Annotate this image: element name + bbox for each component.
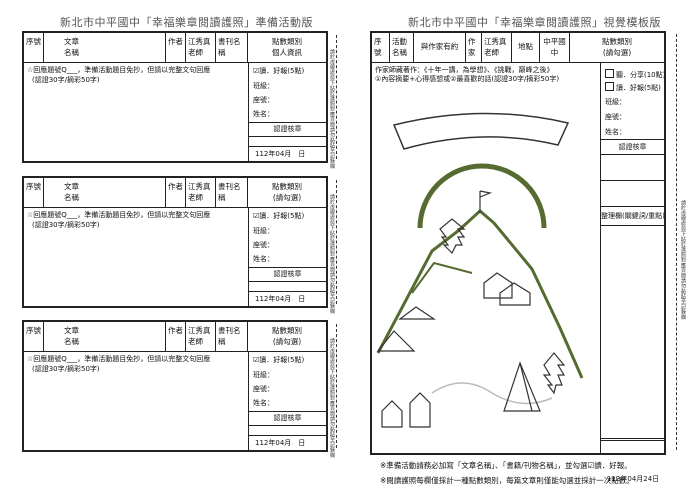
header-author: 作家	[466, 33, 482, 62]
prompt-line-1: ☆回應題號Q___，準備活動題目免抄，但請以完整文句回應	[27, 66, 211, 74]
note-line-2: ※閱讀護照每欄僅採計一種點數類別，每篇文章則僅能勾選並採計一次點數。	[380, 476, 634, 485]
header-school: 中平國中	[540, 33, 570, 62]
stamp-label: 認證核章	[618, 143, 647, 151]
organize-label: 整理欄(關鍵詞/重點)	[601, 212, 665, 220]
info-column: ☑讀．好報(5點) 班級： 座號： 姓名： 認證核章 112年04月 日	[248, 62, 326, 161]
header-author: 作者	[166, 322, 186, 351]
stamp-label: 認證核章	[273, 270, 302, 278]
option-read[interactable]: 讀．好報(5點)	[605, 82, 661, 93]
seat-field[interactable]: 座號：	[253, 385, 274, 393]
header-seq: 序號	[24, 178, 44, 207]
seat-field[interactable]: 座號：	[253, 241, 274, 249]
mountain-illustration	[376, 112, 584, 428]
header-author: 作者	[166, 33, 186, 62]
option-read[interactable]: ☑讀．好報(5點)	[253, 356, 305, 364]
date-label: 112年04月24日	[607, 475, 660, 483]
header-teacher: 江秀真老師	[482, 33, 512, 62]
header-article: 文章名稱	[44, 33, 166, 62]
date-label: 112年04月 日	[255, 439, 306, 447]
prompt-line-1: 作家師藏著作：《十年一講，為學想》、《挑戰，巔峰之後》	[375, 66, 554, 74]
prompt-line-1: ☆回應題號Q___，準備活動題目免抄，但請以完整文句回應	[27, 355, 211, 363]
activity-card: 序號 文章名稱 作者 江秀真老師 書刊名稱 點數類別(請勾選) ☆回應題號Q__…	[22, 320, 328, 452]
seat-field[interactable]: 座號：	[253, 96, 274, 104]
left-side-note: 請於虛線處剪下貼於護照對應頁面請勿黏貼至記錄欄	[329, 338, 335, 458]
info-column: ☑讀．好報(5點) 班級： 座號： 姓名： 認證核章 112年04月 日	[248, 207, 326, 306]
prompt-line-2: (認證30字/摘彩50字)	[32, 76, 100, 84]
stamp-label: 認證核章	[273, 414, 302, 422]
info-column: 聽．分享(10點) 讀．好報(5點) 班級： 座號： 姓名： 認證核章 整理欄(…	[600, 62, 665, 483]
header-article: 文章名稱	[44, 178, 166, 207]
right-side-note: 請於虛線處剪下貼於護照對應頁面請勿黏貼至記錄欄	[680, 200, 686, 320]
seat-field[interactable]: 座號：	[605, 113, 626, 121]
class-field[interactable]: 班級：	[253, 371, 274, 379]
header-seq: 序號	[24, 322, 44, 351]
prompt-line-2: (認證30字/摘彩50字)	[32, 365, 100, 373]
header-seq: 序號	[24, 33, 44, 62]
option-read[interactable]: ☑讀．好報(5點)	[253, 67, 305, 75]
header-type: 點數類別(請勾選)	[272, 326, 302, 346]
option-read[interactable]: ☑讀．好報(5點)	[253, 212, 305, 220]
name-field[interactable]: 姓名：	[253, 399, 274, 407]
prompt-line-1: ☆回應題號Q___，準備活動題目免抄，但請以完整文句回應	[27, 211, 211, 219]
left-cut-line	[336, 324, 337, 448]
checked-box-icon[interactable]: ☑	[253, 356, 260, 364]
info-column: ☑讀．好報(5點) 班級： 座號： 姓名： 認證核章 112年04月 日	[248, 351, 326, 450]
date-label: 112年04月 日	[255, 295, 306, 303]
checkbox[interactable]	[605, 69, 614, 78]
checked-box-icon[interactable]: ☑	[253, 212, 260, 220]
header-activity: 活動名稱	[390, 33, 414, 62]
activity-card: 序號 文章名稱 作者 江秀真老師 書刊名稱 點數類別(請勾選) ☆回應題號Q__…	[22, 176, 328, 308]
header-type: 點數類別個人資訊	[272, 37, 302, 57]
left-page-title: 新北市中平國中「幸福樂章閱讀護照」準備活動版	[60, 16, 313, 29]
class-field[interactable]: 班級：	[253, 82, 274, 90]
prompt-line-2: ①內容摘要+心得感想或②最喜歡的話(認證30字/摘彩50字)	[375, 75, 560, 83]
header-book: 書刊名稱	[216, 322, 248, 351]
left-side-note: 請於虛線處剪下貼於護照對應頁面請勿黏貼至記錄欄	[329, 49, 335, 169]
prompt-line-2: (認證30字/摘彩50字)	[32, 221, 100, 229]
name-field[interactable]: 姓名：	[605, 128, 626, 136]
right-page-title: 新北市中平國中「幸福樂章閱讀護照」視覺模板版	[408, 16, 661, 29]
left-side-note: 請於虛線處剪下貼於護照對應頁面請勿黏貼至記錄欄	[329, 194, 335, 314]
visual-template-card: 序號 活動名稱 與作家有約 作家 江秀真老師 地點 中平國中 點數類別(請勾選)…	[370, 31, 666, 483]
option-listen[interactable]: 聽．分享(10點)	[605, 69, 665, 80]
header-book: 書刊名稱	[216, 178, 248, 207]
header-seq: 序號	[372, 33, 390, 62]
header-teacher: 江秀真老師	[186, 178, 216, 207]
name-field[interactable]: 姓名：	[253, 255, 274, 263]
header-author: 作者	[166, 178, 186, 207]
left-cut-line	[336, 35, 337, 159]
checked-box-icon[interactable]: ☑	[253, 67, 260, 75]
right-cut-line	[676, 34, 677, 450]
header-place: 地點	[512, 33, 540, 62]
header-article: 文章名稱	[44, 322, 166, 351]
class-field[interactable]: 班級：	[605, 98, 626, 106]
class-field[interactable]: 班級：	[253, 227, 274, 235]
stamp-label: 認證核章	[273, 125, 302, 133]
header-talk: 與作家有約	[414, 33, 466, 62]
name-field[interactable]: 姓名：	[253, 110, 274, 118]
header-book: 書刊名稱	[216, 33, 248, 62]
activity-card: 序號 文章名稱 作者 江秀真老師 書刊名稱 點數類別個人資訊 ☆回應題號Q___…	[22, 31, 328, 163]
header-type: 點數類別(請勾選)	[272, 182, 302, 202]
note-line-1: ※準備活動請務必加寫「文章名稱」、「書籍/刊物名稱」，並勾選☑讀．好報。	[380, 461, 632, 470]
date-label: 112年04月 日	[255, 150, 306, 158]
header-teacher: 江秀真老師	[186, 33, 216, 62]
checkbox[interactable]	[605, 82, 614, 91]
left-cut-line	[336, 180, 337, 304]
header-type: 點數類別(請勾選)	[602, 37, 632, 57]
header-teacher: 江秀真老師	[186, 322, 216, 351]
